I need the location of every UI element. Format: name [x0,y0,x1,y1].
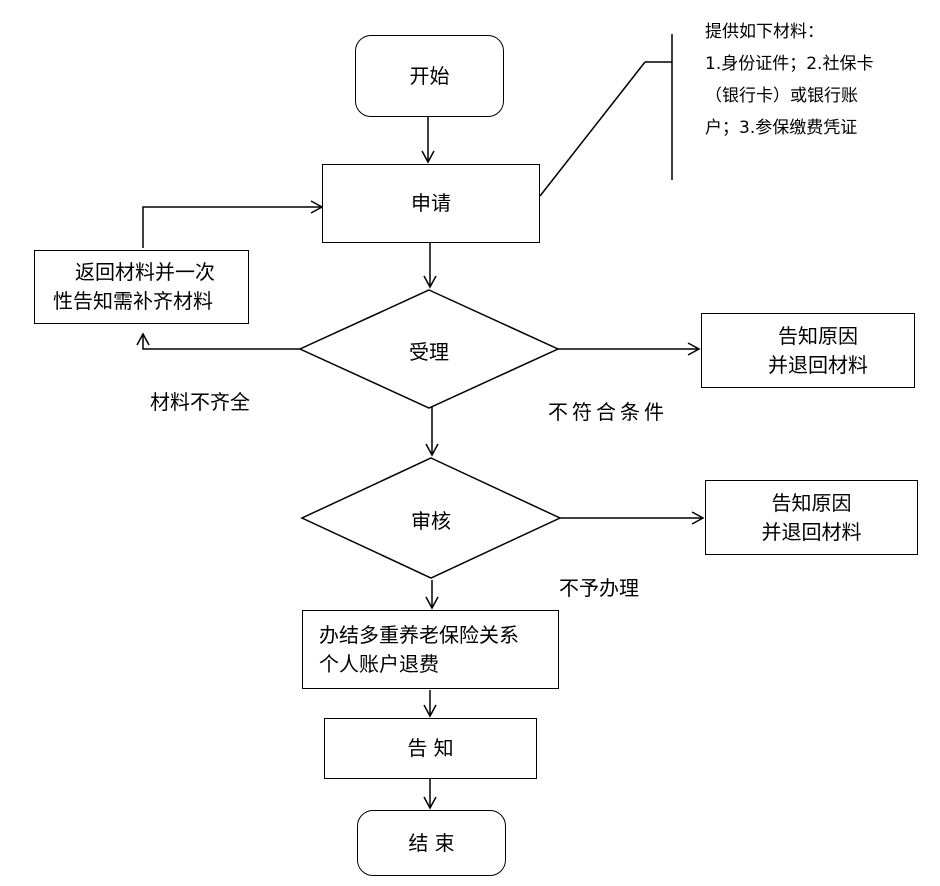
end-label: 结 束 [408,830,455,855]
process-line-1: 办结多重养老保险关系 [319,622,519,647]
arrow-accept-to-return [136,332,300,350]
return-line-1: 返回材料并一次 [75,260,215,284]
notify-label: 告 知 [407,736,454,760]
note-line-3: （银行卡）或银行账 [705,86,858,106]
apply-label: 申请 [411,191,451,215]
reject-accept-line-1: 告知原因 [778,323,858,348]
note-line-2: 1.身份证件；2.社保卡 [705,54,874,74]
return-line-2: 性告知需补齐材料 [53,289,213,313]
reject-accept-node: 告知原因 并退回材料 [701,313,915,388]
apply-node: 申请 [322,164,540,243]
reject-accept-line-2: 并退回材料 [768,352,868,377]
accept-diamond [298,289,560,409]
process-node: 办结多重养老保险关系 个人账户退费 [302,610,559,689]
reject-review-node: 告知原因 并退回材料 [705,480,918,555]
arrow-return-to-apply [142,200,324,248]
accept-label: 受理 [409,340,449,364]
notify-node: 告 知 [324,718,537,779]
review-diamond [300,457,562,579]
return-materials-node: 返回材料并一次 性告知需补齐材料 [34,250,249,324]
reject-review-line-2: 并退回材料 [761,519,862,544]
edge-label-not-processed: 不予办理 [559,576,639,600]
review-label: 审核 [411,509,451,533]
start-label: 开始 [409,63,450,88]
note-line-1: 提供如下材料： [705,22,824,42]
note-line-4: 户；3.参保缴费凭证 [705,118,858,138]
end-node: 结 束 [357,810,506,876]
edge-label-not-eligible: 不符合条件 [548,400,668,424]
edge-label-incomplete: 材料不齐全 [150,390,250,414]
start-node: 开始 [355,35,504,117]
process-line-2: 个人账户退费 [319,651,439,676]
materials-note: 提供如下材料： 1.身份证件；2.社保卡 （银行卡）或银行账 户；3.参保缴费凭… [705,16,873,144]
note-leader-line [539,61,646,197]
reject-review-line-1: 告知原因 [771,490,852,515]
